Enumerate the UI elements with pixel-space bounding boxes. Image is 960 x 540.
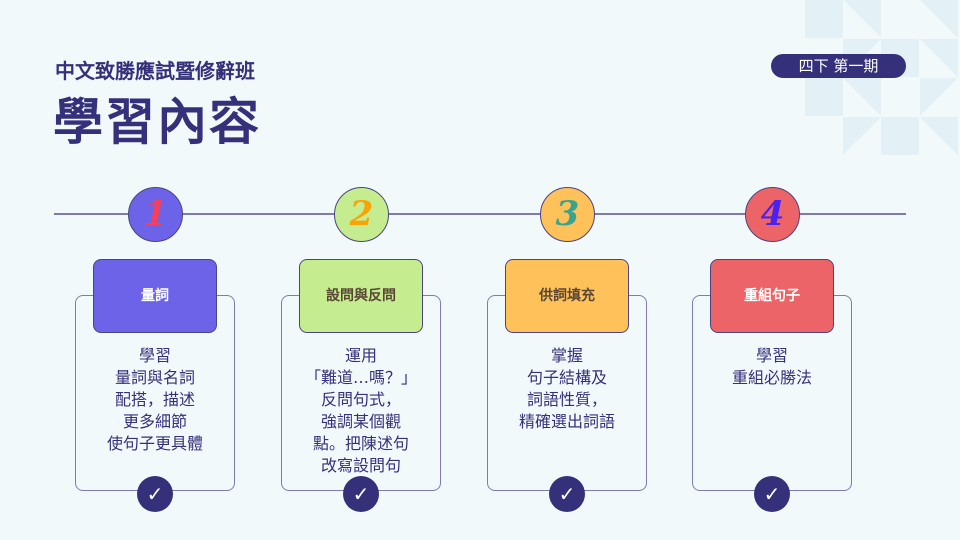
description-line: 學習 xyxy=(755,346,788,365)
description-line: 配搭，描述 xyxy=(114,390,195,409)
description-line: 強調某個觀 xyxy=(320,412,401,431)
step-number-circle: 1 xyxy=(128,187,183,242)
step-title: 供詞填充 xyxy=(505,259,629,333)
step-description: 學習量詞與名詞配搭，描述更多細節使句子更具體 xyxy=(75,345,235,455)
check-icon: ✓ xyxy=(549,476,585,512)
description-line: 「難道…嗎？」 xyxy=(304,368,417,387)
step-title: 重組句子 xyxy=(710,259,834,333)
step-description: 掌握句子結構及詞語性質， 精確選出詞語 xyxy=(487,345,647,433)
course-subtitle: 中文致勝應試暨修辭班 xyxy=(55,59,255,83)
step-number-circle: 3 xyxy=(540,187,595,242)
timeline-line xyxy=(54,213,906,215)
description-line: 使句子更具體 xyxy=(106,434,203,453)
description-line: 點。把陳述句 xyxy=(312,434,409,453)
description-line: 改寫設問句 xyxy=(320,456,401,475)
check-icon: ✓ xyxy=(343,476,379,512)
description-line: 學習 xyxy=(138,346,171,365)
step-title: 設問與反問 xyxy=(299,259,423,333)
step-number-circle: 4 xyxy=(745,187,800,242)
term-badge: 四下 第一期 xyxy=(771,54,906,78)
description-line: 反問句式， xyxy=(320,390,401,409)
step-number-circle: 2 xyxy=(334,187,389,242)
step-description: 學習重組必勝法 xyxy=(692,345,852,389)
step-description: 運用「難道…嗎？」反問句式， 強調某個觀點。把陳述句改寫設問句 xyxy=(281,345,441,477)
description-line: 掌握 xyxy=(550,346,583,365)
description-line: 精確選出詞語 xyxy=(518,412,615,431)
description-line: 詞語性質， xyxy=(526,390,607,409)
description-line: 句子結構及 xyxy=(526,368,607,387)
description-line: 量詞與名詞 xyxy=(114,368,195,387)
check-icon: ✓ xyxy=(754,476,790,512)
step-title: 量詞 xyxy=(93,259,217,333)
page-title: 學習內容 xyxy=(53,93,261,151)
description-line: 運用 xyxy=(344,346,377,365)
check-icon: ✓ xyxy=(137,476,173,512)
description-line: 重組必勝法 xyxy=(731,368,812,387)
description-line: 更多細節 xyxy=(122,412,187,431)
